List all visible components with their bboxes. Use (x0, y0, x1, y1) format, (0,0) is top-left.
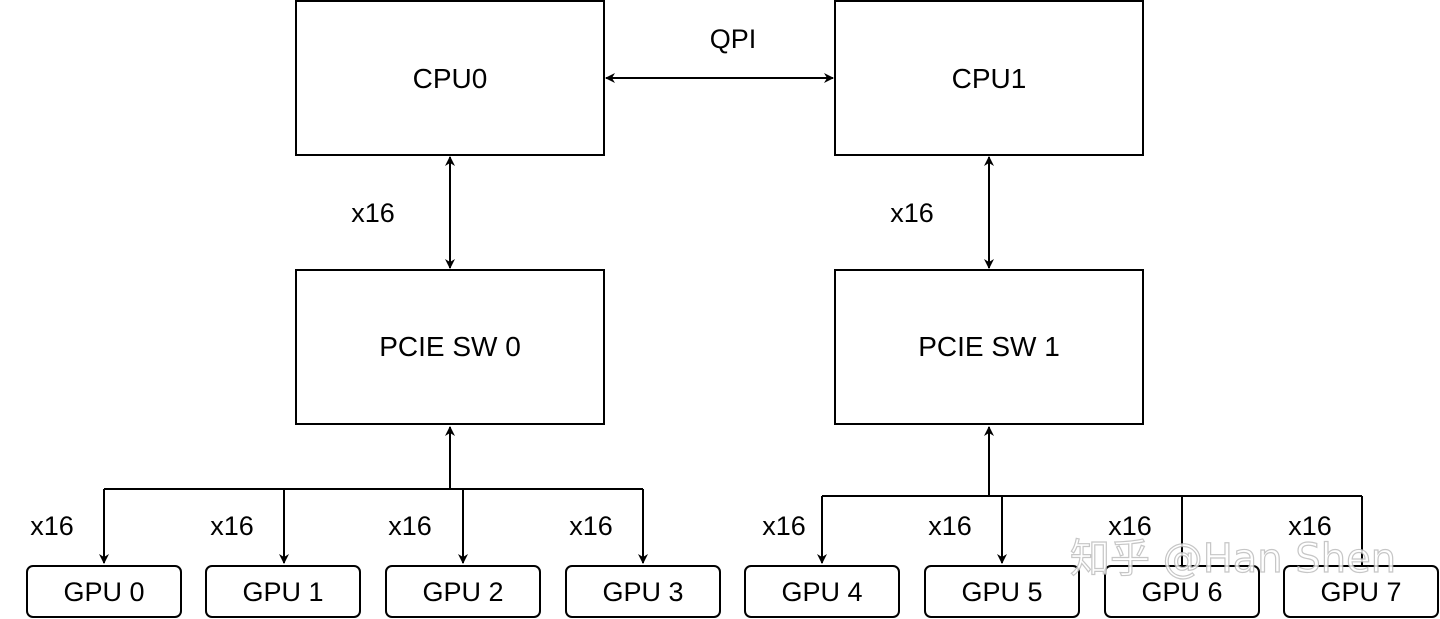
pcie-switch0-node: PCIE SW 0 (295, 269, 605, 425)
pcie-switch1-box (834, 269, 1144, 425)
gpu5-label: GPU 5 (961, 577, 1042, 607)
gpu3-label: GPU 3 (602, 577, 683, 607)
pcie-switch1-node: PCIE SW 1 (834, 269, 1144, 425)
switch1-uplink-label: x16 (890, 198, 934, 228)
gpu4-node: GPU 4 (744, 565, 900, 618)
gpu0-box (26, 565, 182, 618)
cpu1-label: CPU1 (952, 63, 1027, 94)
watermark-text: 知乎 @Han Shen (1070, 536, 1396, 582)
gpu1-node: GPU 1 (205, 565, 361, 618)
gpu2-box (385, 565, 541, 618)
cpu1-switch1-link: x16 (890, 156, 994, 269)
gpu3-box (565, 565, 721, 618)
gpu4-label: GPU 4 (781, 577, 862, 607)
gpu1-link-label: x16 (210, 511, 254, 541)
cpu0-node: CPU0 (295, 0, 605, 156)
gpu6-box (1104, 565, 1260, 618)
pcie-switch1-label: PCIE SW 1 (918, 331, 1060, 362)
switch0-fanout (99, 426, 648, 564)
gpu5-link-label: x16 (928, 511, 972, 541)
gpu7-box (1283, 565, 1439, 618)
gpu6-link-label: x16 (1108, 511, 1152, 541)
pcie-switch0-box (295, 269, 605, 425)
pcie-switch0-label: PCIE SW 0 (379, 331, 521, 362)
gpu4-box (744, 565, 900, 618)
cpu0-box (295, 0, 605, 156)
gpu3-link-label: x16 (569, 511, 613, 541)
gpu2-label: GPU 2 (422, 577, 503, 607)
gpu0-label: GPU 0 (63, 577, 144, 607)
gpu7-link-label: x16 (1288, 511, 1332, 541)
cpu0-label: CPU0 (413, 63, 488, 94)
qpi-link: QPI (605, 24, 834, 83)
gpu5-node: GPU 5 (924, 565, 1080, 618)
gpu7-label: GPU 7 (1320, 577, 1401, 607)
qpi-label: QPI (710, 24, 757, 54)
gpu1-label: GPU 1 (242, 577, 323, 607)
switch1-fanout (817, 426, 1363, 566)
cpu0-switch0-link: x16 (351, 156, 455, 269)
gpu1-box (205, 565, 361, 618)
gpu0-link-label: x16 (30, 511, 74, 541)
gpu5-box (924, 565, 1080, 618)
gpu2-link-label: x16 (388, 511, 432, 541)
gpu-link-labels: x16 x16 x16 x16 x16 x16 x16 x16 (30, 511, 1332, 541)
gpu6-node: GPU 6 (1104, 565, 1260, 618)
gpu7-node: GPU 7 (1283, 565, 1439, 618)
gpu3-node: GPU 3 (565, 565, 721, 618)
cpu1-node: CPU1 (834, 0, 1144, 156)
gpu0-node: GPU 0 (26, 565, 182, 618)
gpu6-label: GPU 6 (1141, 577, 1222, 607)
cpu1-box (834, 0, 1144, 156)
gpu2-node: GPU 2 (385, 565, 541, 618)
gpu4-link-label: x16 (762, 511, 806, 541)
switch0-uplink-label: x16 (351, 198, 395, 228)
